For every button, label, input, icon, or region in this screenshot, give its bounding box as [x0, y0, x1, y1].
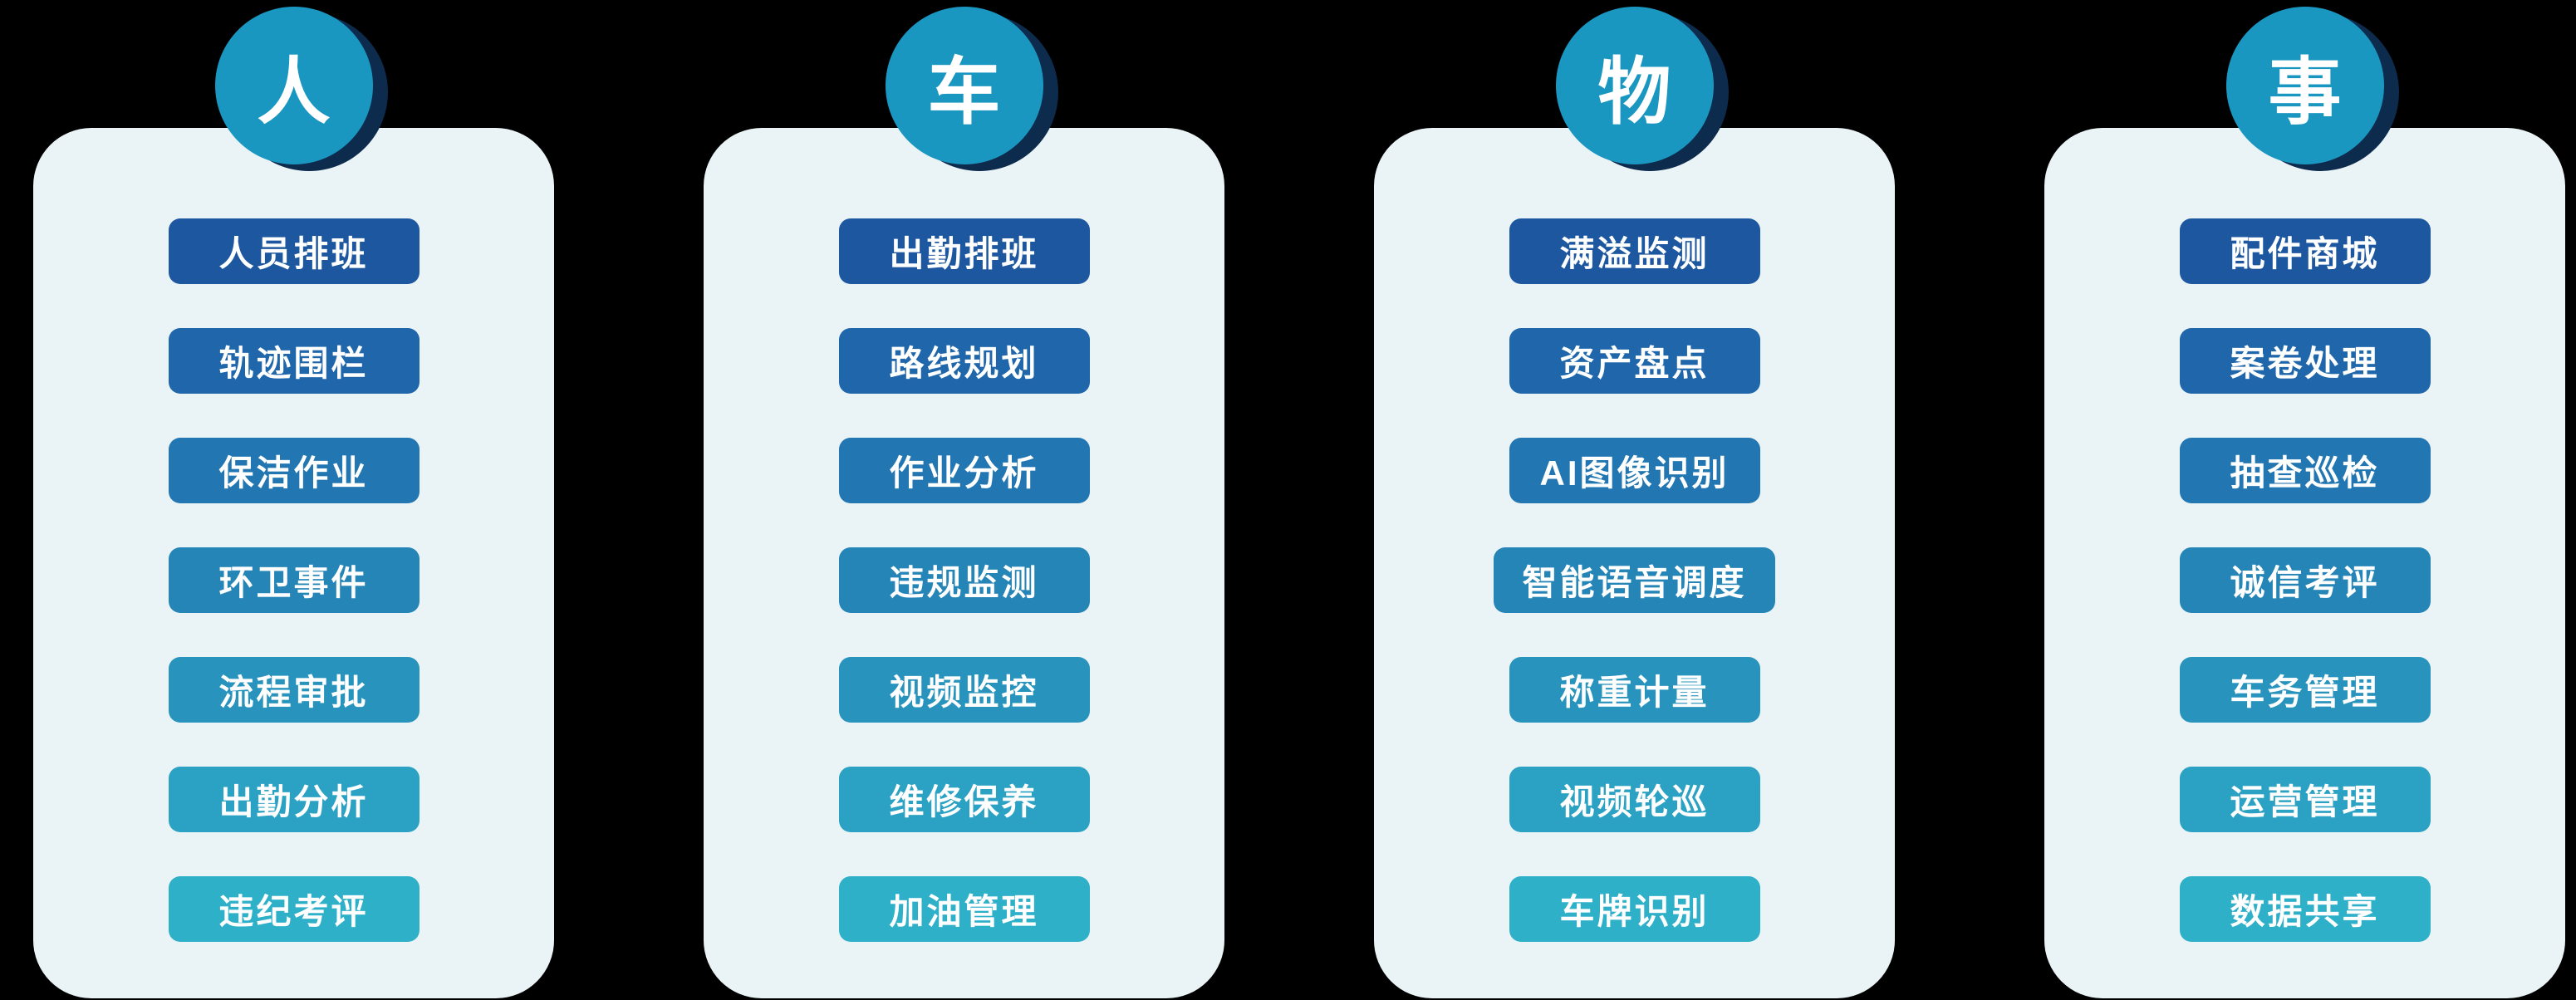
feature-button[interactable]: 案卷处理	[2179, 328, 2431, 394]
feature-button[interactable]: 出勤分析	[168, 767, 420, 832]
feature-button[interactable]: 违纪考评	[168, 876, 420, 942]
feature-button[interactable]: 加油管理	[838, 876, 1090, 942]
badge-people: 人	[214, 7, 373, 164]
feature-button[interactable]: 智能语音调度	[1494, 547, 1775, 613]
feature-button[interactable]: 资产盘点	[1509, 328, 1760, 394]
card-vehicle: 出勤排班 路线规划 作业分析 违规监测 视频监控 维修保养 加油管理	[704, 128, 1224, 998]
feature-button[interactable]: 数据共享	[2179, 876, 2431, 942]
feature-button[interactable]: 作业分析	[838, 438, 1090, 503]
column-things: 物 满溢监测 资产盘点 AI图像识别 智能语音调度 称重计量 视频轮巡 车牌识别	[1374, 0, 1895, 998]
card-affairs: 配件商城 案卷处理 抽查巡检 诚信考评 车务管理 运营管理 数据共享	[2044, 128, 2565, 998]
feature-button[interactable]: 流程审批	[168, 657, 420, 723]
feature-button[interactable]: 运营管理	[2179, 767, 2431, 832]
feature-button[interactable]: 人员排班	[168, 218, 420, 284]
feature-button[interactable]: 车务管理	[2179, 657, 2431, 723]
feature-button[interactable]: 诚信考评	[2179, 547, 2431, 613]
column-affairs: 事 配件商城 案卷处理 抽查巡检 诚信考评 车务管理 运营管理 数据共享	[2044, 0, 2565, 998]
feature-button[interactable]: 配件商城	[2179, 218, 2431, 284]
feature-button[interactable]: 环卫事件	[168, 547, 420, 613]
feature-button[interactable]: 车牌识别	[1509, 876, 1760, 942]
feature-button[interactable]: AI图像识别	[1509, 438, 1760, 503]
feature-button[interactable]: 轨迹围栏	[168, 328, 420, 394]
feature-button[interactable]: 路线规划	[838, 328, 1090, 394]
feature-button[interactable]: 违规监测	[838, 547, 1090, 613]
feature-button[interactable]: 称重计量	[1509, 657, 1760, 723]
card-things: 满溢监测 资产盘点 AI图像识别 智能语音调度 称重计量 视频轮巡 车牌识别	[1374, 128, 1895, 998]
feature-button[interactable]: 视频监控	[838, 657, 1090, 723]
feature-button[interactable]: 抽查巡检	[2179, 438, 2431, 503]
column-vehicle: 车 出勤排班 路线规划 作业分析 违规监测 视频监控 维修保养 加油管理	[704, 0, 1224, 998]
feature-button[interactable]: 保洁作业	[168, 438, 420, 503]
badge-vehicle: 车	[885, 7, 1043, 164]
column-people: 人 人员排班 轨迹围栏 保洁作业 环卫事件 流程审批 出勤分析 违纪考评	[33, 0, 554, 998]
card-people: 人员排班 轨迹围栏 保洁作业 环卫事件 流程审批 出勤分析 违纪考评	[33, 128, 554, 998]
feature-button[interactable]: 视频轮巡	[1509, 767, 1760, 832]
feature-button[interactable]: 满溢监测	[1509, 218, 1760, 284]
feature-button[interactable]: 维修保养	[838, 767, 1090, 832]
badge-things: 物	[1555, 7, 1714, 164]
feature-button[interactable]: 出勤排班	[838, 218, 1090, 284]
badge-affairs: 事	[2225, 7, 2384, 164]
